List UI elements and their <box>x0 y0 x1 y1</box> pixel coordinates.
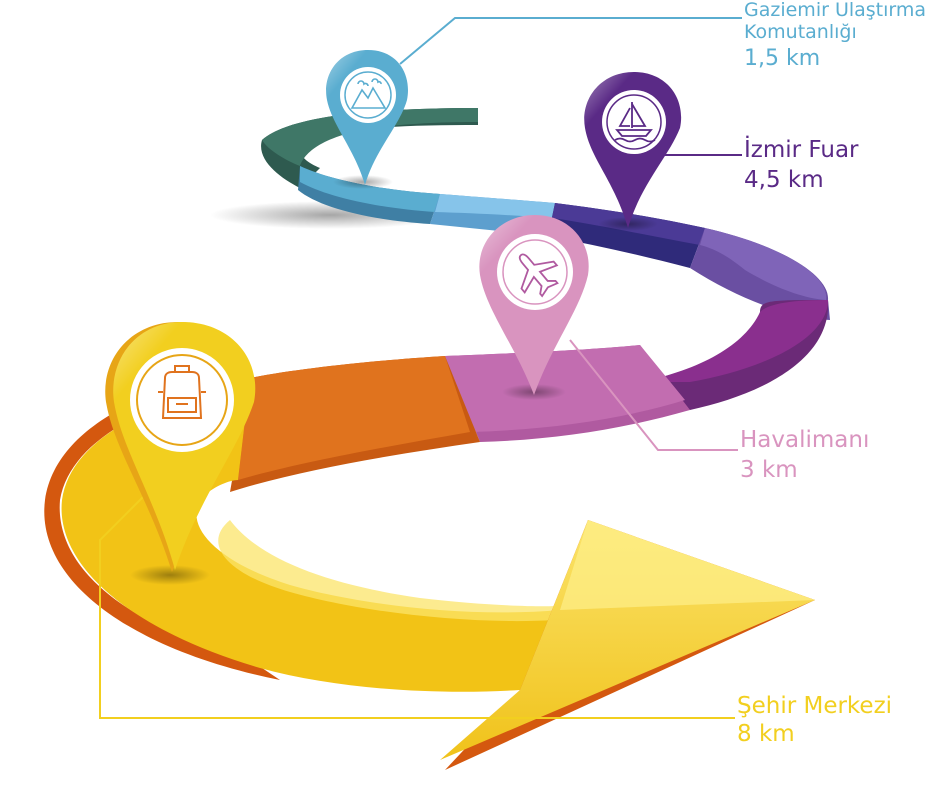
pin-shadow <box>130 565 210 585</box>
location-distance: 3 km <box>740 457 798 484</box>
location-name: Şehir Merkezi <box>737 693 893 719</box>
pin-icon-ring-inner <box>136 354 228 446</box>
pin-icon-ring <box>340 67 396 123</box>
leader-line-havalimani <box>569 339 738 451</box>
ribbon-segment-yellow-base <box>44 372 280 680</box>
ribbon-segment-yellow-highlight <box>218 520 560 622</box>
location-label-gaziemir: Gaziemir Ulaştırma Komutanlığı 1,5 km <box>744 0 926 71</box>
ribbon <box>44 108 830 770</box>
ribbon-segment-violet-top <box>700 228 827 300</box>
pin-icon-ring <box>130 348 234 452</box>
leader-line-gaziemir <box>399 17 742 65</box>
pin-icon-ring-inner <box>344 71 392 119</box>
sailboat-icon <box>614 102 656 143</box>
pin-shadow <box>333 175 393 189</box>
airplane-icon <box>518 253 559 298</box>
leader-line-sehir <box>99 489 735 719</box>
location-name: İzmir Fuar <box>744 137 859 163</box>
pin-havalimani <box>479 215 589 400</box>
location-label-havalimani: Havalimanı 3 km <box>740 427 869 484</box>
leader-lines <box>99 17 742 719</box>
pin-icon-ring <box>602 90 666 154</box>
pin-izmir <box>584 72 682 231</box>
pin-icon-ring <box>497 234 573 310</box>
ribbon-segment-green-top <box>262 108 478 166</box>
pin-gaziemir <box>326 50 408 189</box>
ribbon-segment-teal-top <box>300 166 440 212</box>
pin-sehir <box>105 322 256 585</box>
location-name: Komutanlığı <box>744 20 857 43</box>
location-name: Gaziemir Ulaştırma <box>744 0 927 21</box>
ribbon-segment-magenta-top <box>640 300 828 382</box>
location-distance: 4,5 km <box>744 167 824 194</box>
location-label-izmir: İzmir Fuar 4,5 km <box>744 137 859 194</box>
location-distance: 8 km <box>737 721 795 748</box>
ribbon-segment-lightblue-top <box>435 194 555 218</box>
location-distance: 1,5 km <box>744 45 821 71</box>
mountain-icon <box>350 78 387 109</box>
ribbon-segment-orange-top <box>238 356 470 480</box>
location-name: Havalimanı <box>740 427 870 453</box>
backpack-icon <box>158 365 206 419</box>
pin-icon-ring-inner <box>502 239 568 305</box>
arrow-head-gloss <box>560 520 815 610</box>
location-label-sehir: Şehir Merkezi 8 km <box>737 693 892 748</box>
pin-icon-ring-inner <box>606 94 662 150</box>
